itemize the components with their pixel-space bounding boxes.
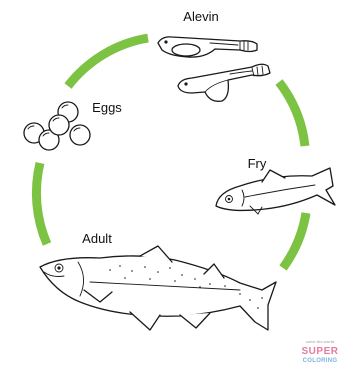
arrow-fry-to-adult — [283, 213, 306, 268]
watermark-tagline: color the world — [306, 339, 335, 344]
alevin-fish-top — [158, 37, 257, 57]
alevin-fish-bottom — [178, 64, 270, 101]
watermark-brand-line-1: SUPER — [302, 346, 339, 357]
fry-stage: Fry — [216, 156, 335, 214]
adult-stage: Adult — [40, 231, 276, 330]
eggs-label: Eggs — [92, 100, 122, 115]
watermark-brand-line-2: COLORING — [303, 358, 338, 364]
eggs-stage: Eggs — [24, 100, 122, 150]
arrow-alevin-to-fry — [279, 82, 305, 146]
adult-label: Adult — [82, 231, 112, 246]
fry-label: Fry — [248, 156, 267, 171]
fry-fish — [216, 168, 335, 214]
alevin-stage: Alevin — [158, 9, 270, 101]
arrow-eggs-to-alevin — [68, 38, 148, 86]
arrow-adult-to-eggs — [36, 163, 47, 244]
salmon-eggs — [24, 102, 90, 150]
alevin-label: Alevin — [183, 9, 218, 24]
site-watermark: color the world SUPER COLORING — [302, 339, 339, 364]
adult-salmon — [40, 246, 276, 330]
